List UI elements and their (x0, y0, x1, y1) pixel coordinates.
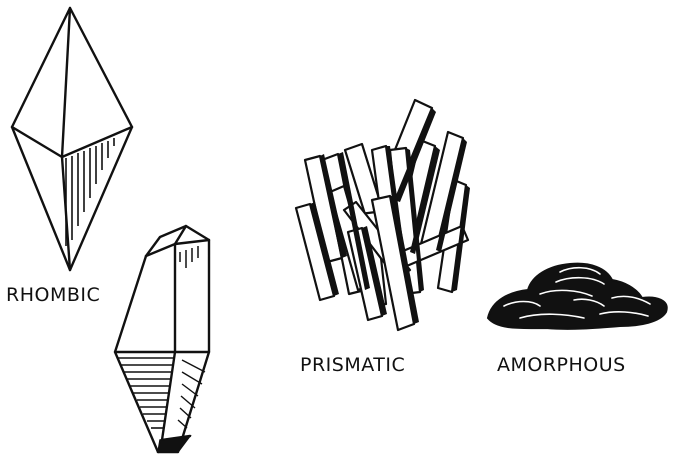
rhombic-label: RHOMBIC (6, 284, 100, 306)
amorphous-label: AMORPHOUS (497, 354, 626, 376)
prismatic-label: PRISMATIC (300, 354, 405, 376)
